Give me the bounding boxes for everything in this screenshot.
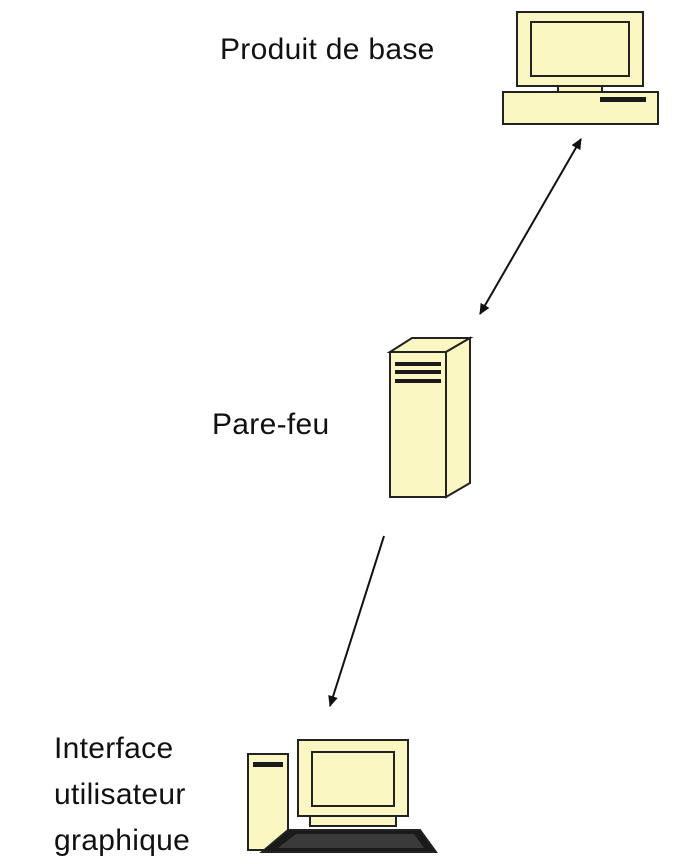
- node-label-base-product: Produit de base: [220, 33, 435, 66]
- node-label-firewall: Pare-feu: [212, 408, 330, 441]
- node-label-gui: Interface utilisateur graphique: [54, 726, 190, 864]
- workstation-computer-icon: [247, 739, 438, 853]
- edge-firewall-gui: [328, 535, 385, 707]
- desktop-computer-icon: [502, 11, 659, 125]
- node-label-gui-line-1: Interface: [54, 732, 174, 765]
- edge-base-firewall: [479, 138, 582, 315]
- server-tower-icon: [386, 336, 474, 499]
- node-label-gui-line-3: graphique: [54, 824, 191, 857]
- node-label-gui-line-2: utilisateur: [54, 778, 186, 811]
